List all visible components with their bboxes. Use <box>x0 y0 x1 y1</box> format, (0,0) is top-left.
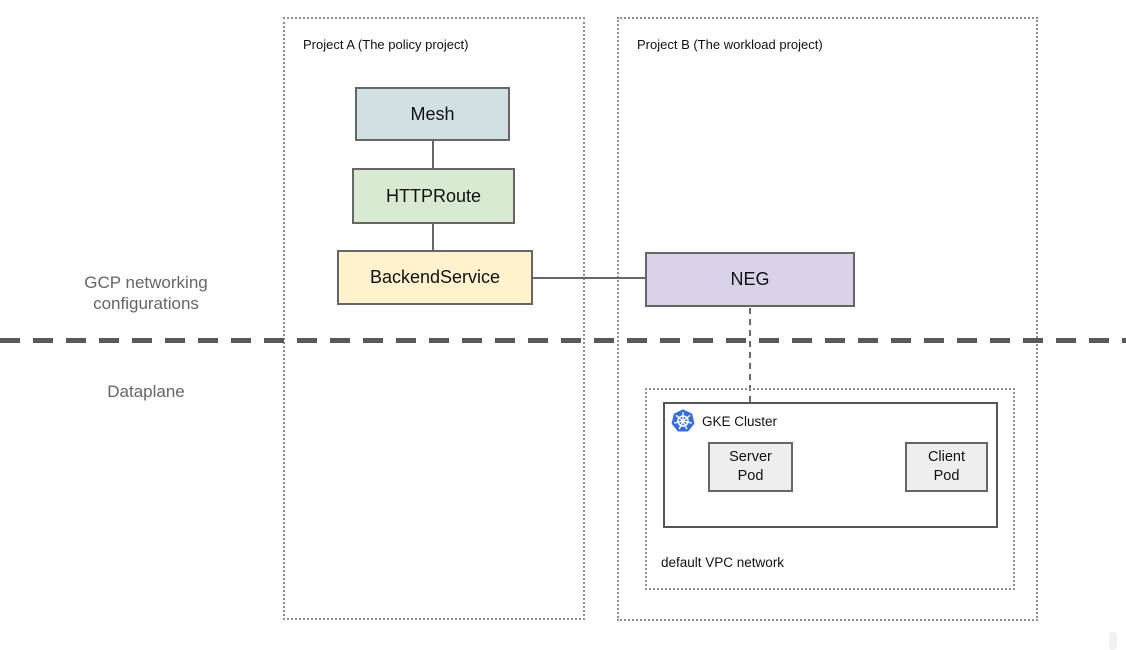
client-pod-label: Client Pod <box>927 449 966 484</box>
edge-neg-serverpod-dashed <box>749 308 751 442</box>
vpc-network-label: default VPC network <box>661 555 785 570</box>
node-mesh: Mesh <box>355 87 510 141</box>
edge-httproute-backendservice <box>432 224 434 250</box>
node-client-pod: Client Pod <box>905 442 988 492</box>
layer-separator-dashed-line <box>0 338 1126 343</box>
gke-cluster-label: GKE Cluster <box>702 413 778 429</box>
node-server-pod: Server Pod <box>708 442 793 492</box>
node-neg: NEG <box>645 252 855 307</box>
edge-backendservice-neg <box>533 277 645 279</box>
gke-cluster-header: GKE Cluster <box>670 408 777 434</box>
project-a-container: Project A (The policy project) <box>283 17 585 620</box>
layer-label-gcp-networking: GCP networking configurations <box>84 273 208 314</box>
edge-mesh-httproute <box>432 141 434 168</box>
node-httproute: HTTPRoute <box>352 168 515 224</box>
project-b-label: Project B (The workload project) <box>637 37 823 52</box>
server-pod-label: Server Pod <box>729 449 772 484</box>
layer-label-dataplane: Dataplane <box>107 382 185 401</box>
scrollbar-artifact[interactable] <box>1109 632 1117 650</box>
node-backendservice: BackendService <box>337 250 533 305</box>
project-b-container: Project B (The workload project) <box>617 17 1038 621</box>
gke-cluster-box: GKE Cluster Server Pod Client Pod <box>663 402 998 528</box>
kubernetes-icon <box>670 408 696 434</box>
project-a-label: Project A (The policy project) <box>303 37 469 52</box>
vpc-network-container: default VPC network <box>645 388 1015 590</box>
